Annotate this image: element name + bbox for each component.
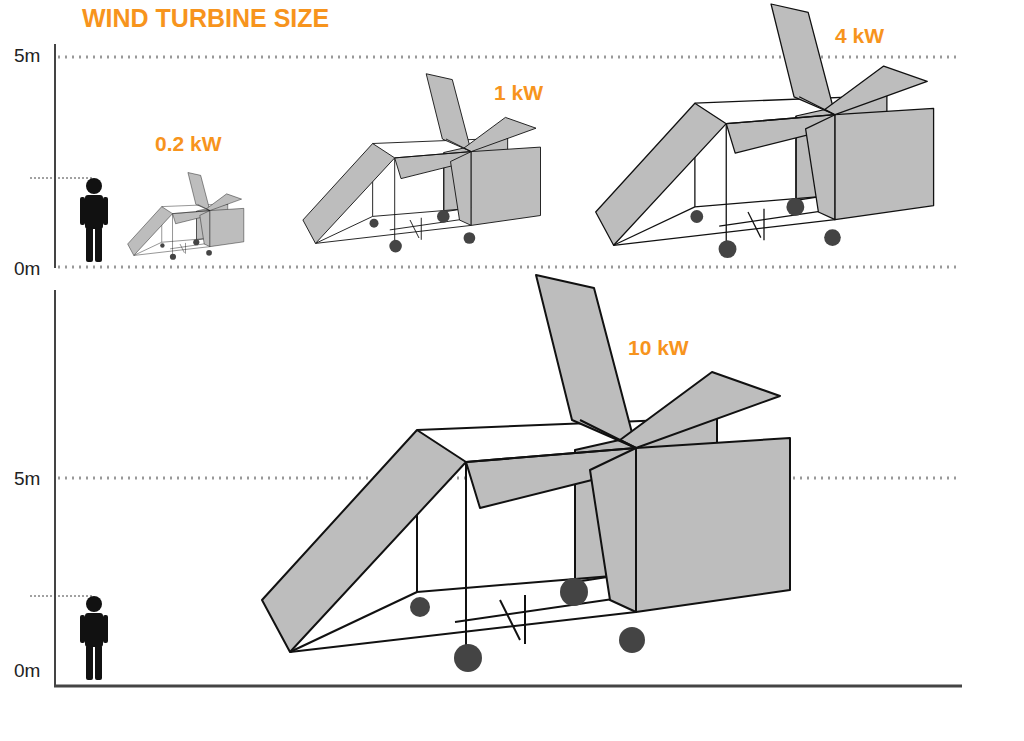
power-label: 4 kW [835,25,884,46]
person-figure [80,596,108,680]
chart-title: WIND TURBINE SIZE [82,6,329,31]
turbine-10kw [262,275,790,672]
height-marker [30,178,92,596]
turbine-4kw [596,4,934,258]
power-label: 1 kW [494,82,543,103]
person-figure [80,178,108,262]
axis-label: 0m [14,259,40,278]
turbine-0-2kw [128,173,244,260]
axis-label: 5m [14,46,40,65]
axis-label: 5m [14,469,40,488]
axis-label: 0m [14,661,40,680]
power-label: 0.2 kW [155,133,222,154]
power-label: 10 kW [628,337,689,358]
